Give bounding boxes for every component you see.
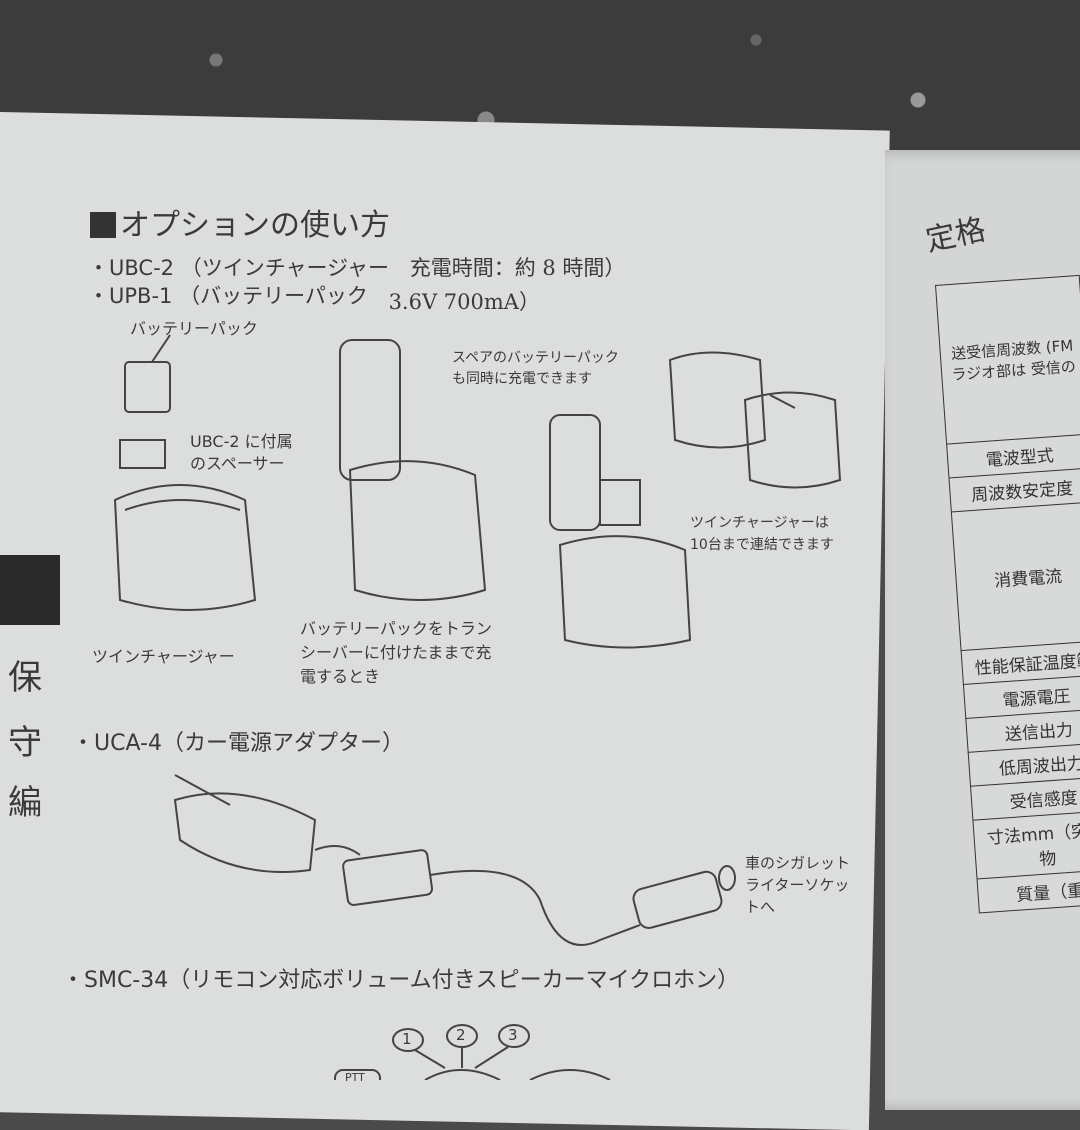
caption-twin-charger: ツインチャージャー [92, 647, 235, 666]
caption-charge-attached: シーバーに付けたままで充 [300, 643, 492, 662]
callout-3: 3 [508, 1026, 518, 1044]
note: 3.6V 700mA） [388, 290, 540, 314]
caption-cigarette: トへ [745, 898, 776, 916]
spacer-illustration [119, 439, 166, 469]
desc: （バッテリーパック [179, 284, 368, 308]
caption-link: ツインチャージャーは [690, 515, 829, 531]
battery-pack-illustration [124, 334, 171, 413]
caption-charge-attached: バッテリーパックをトラン [300, 619, 492, 638]
car-adapter-illustration [173, 774, 736, 946]
caption-spacer: のスペーサー [190, 454, 285, 473]
section-heading: オプションの使い方 [90, 200, 390, 244]
caption-link: 10台まで連結できます [690, 537, 834, 553]
side-label: 保 [8, 658, 42, 698]
spec-row-label: 消費電流 [951, 501, 1080, 651]
caption-spare: も同時に充電できます [452, 371, 592, 387]
charger-with-spare-illustration [549, 414, 692, 649]
note: 充電時間：約 8 時間） [409, 256, 626, 280]
ptt-label: PTT [345, 1071, 365, 1084]
side-label: 守 [8, 723, 42, 763]
spec-row-label: 寸法mm（突起物 [972, 810, 1080, 880]
square-bullet-icon [90, 212, 116, 238]
twin-charger-illustration [113, 484, 257, 611]
callout-1: 1 [402, 1030, 412, 1048]
caption-battery-pack: バッテリーパック [130, 319, 258, 338]
item-uca4: ・UCA-4（カー電源アダプター） [72, 731, 404, 756]
spec-row-label: 送受信周波数 (FMラジオ部は 受信の [935, 275, 1080, 445]
model: ・UPB-1 [88, 284, 173, 308]
caption-cigarette: ライターソケッ [745, 876, 850, 894]
illustrations [0, 0, 1080, 1080]
caption-spare: スペアのバッテリーパック [452, 350, 619, 366]
side-label: 編 [8, 783, 42, 823]
caption-charge-attached: 電するとき [300, 667, 381, 686]
desc: （ツインチャージャー [180, 256, 390, 280]
linked-chargers-illustration [668, 351, 842, 489]
item-smc34: ・SMC-34（リモコン対応ボリューム付きスピーカーマイクロホン） [62, 968, 740, 993]
speaker-mic-illustration [334, 1024, 611, 1080]
caption-cigarette: 車のシガレット [745, 854, 851, 872]
item-upb1: ・UPB-1 （バッテリーパック 3.6V 700mA） [88, 280, 540, 314]
model: ・UBC-2 [88, 256, 175, 280]
heading-text: オプションの使い方 [120, 208, 390, 243]
section-tab [0, 555, 60, 625]
charger-with-radio-illustration [339, 339, 487, 601]
caption-spacer: UBC-2 に付属 [190, 432, 293, 451]
callout-2: 2 [456, 1026, 466, 1044]
item-ubc2: ・UBC-2 （ツインチャージャー 充電時間：約 8 時間） [88, 252, 625, 282]
